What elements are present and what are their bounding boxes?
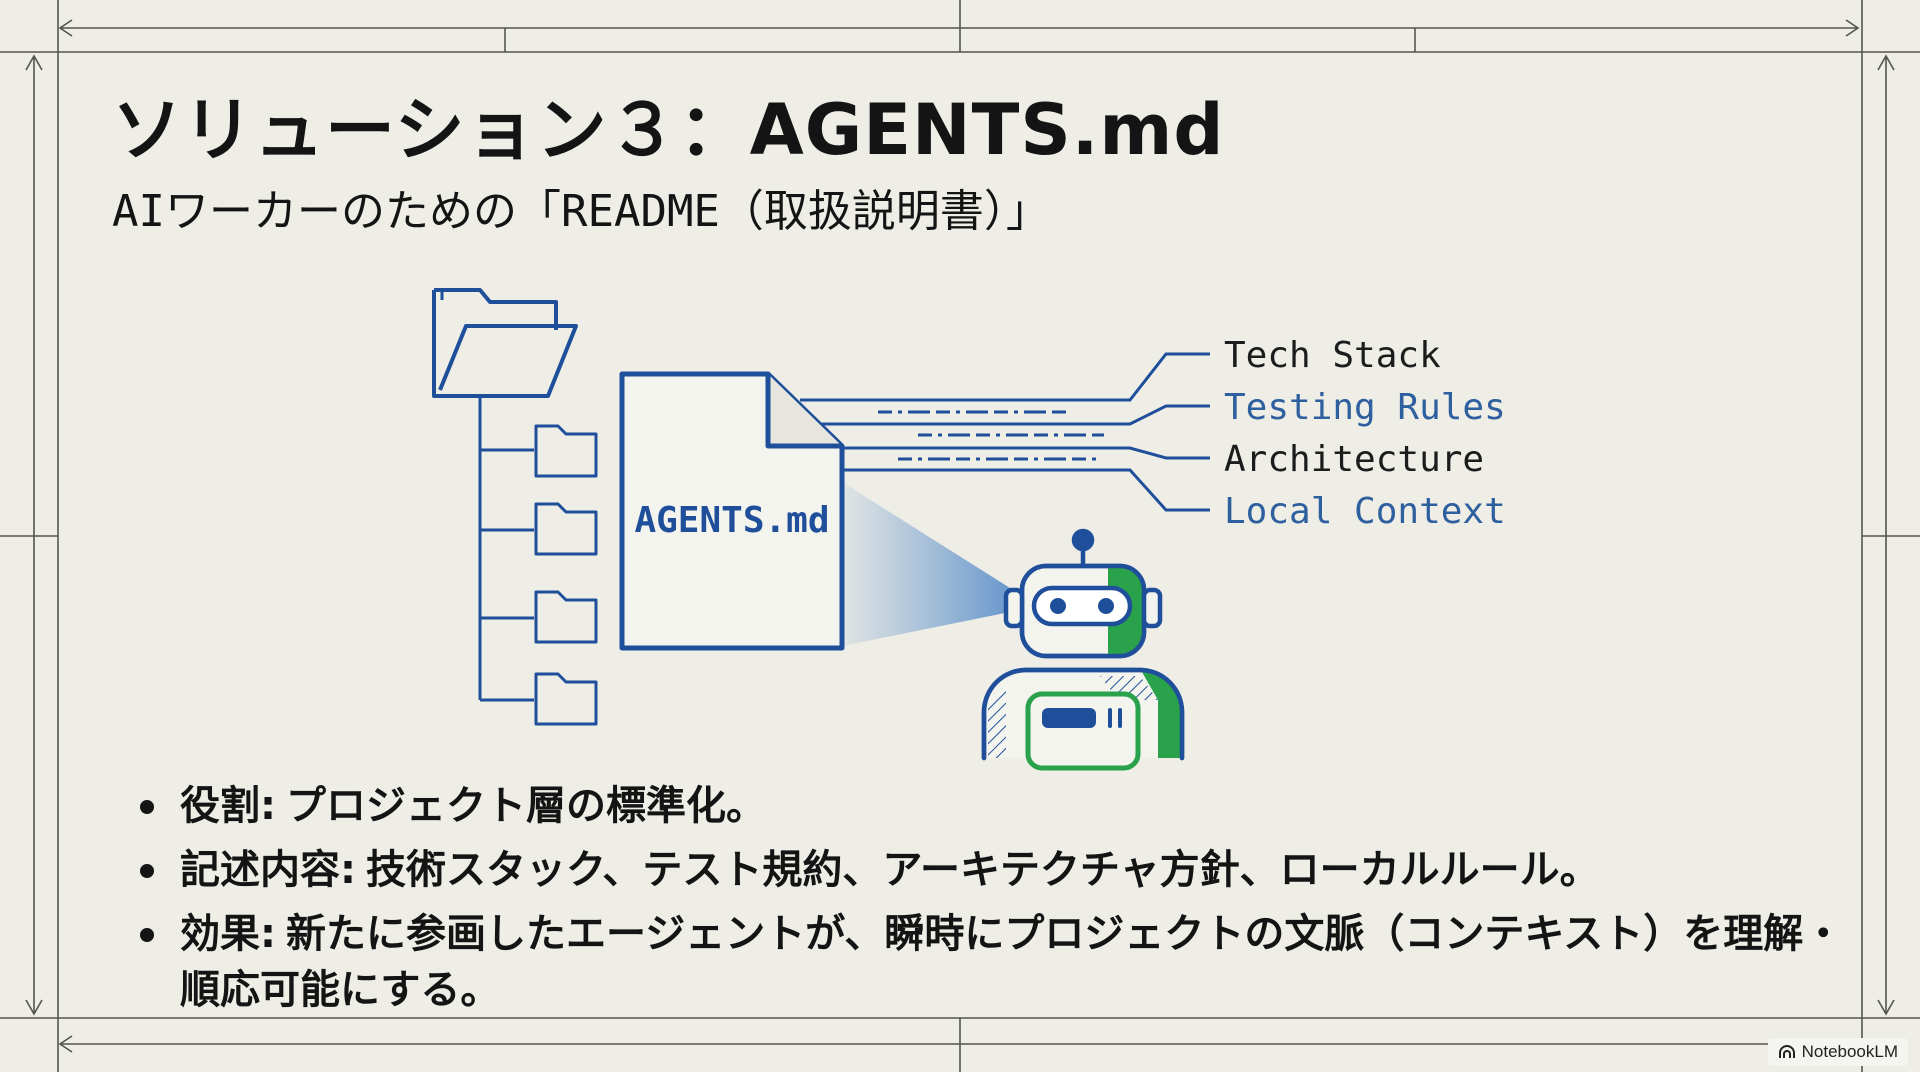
callout-testing-rules: Testing Rules [1224,387,1506,428]
list-item: 効果:新たに参画したエージェントが、瞬時にプロジェクトの文脈（コンテキスト）を理… [136,906,1880,1018]
list-item: 役割:プロジェクト層の標準化。 [136,778,1880,834]
bullet-dot [140,864,154,878]
bullet-label: 記述内容: [180,847,356,893]
folder-icon [534,590,598,644]
bullet-text: 新たに参画したエージェントが、瞬時にプロジェクトの文脈（コンテキスト）を理解・順… [180,911,1844,1013]
folder-icon [534,672,598,726]
robot-icon [981,528,1185,771]
list-item: 記述内容:技術スタック、テスト規約、アーキテクチャ方針、ローカルルール。 [136,842,1880,898]
scan-beam [842,482,1010,646]
bullet-label: 役割: [180,783,276,829]
bullet-dot [140,800,154,814]
bullet-label: 効果: [180,911,276,957]
data-dashes [878,410,1104,461]
slide-title: ソリューション３：AGENTS.md [112,89,1225,171]
callout-tech-stack: Tech Stack [1224,335,1441,376]
folder-icon [534,424,598,478]
connector-lines [800,352,1210,512]
slide-subtitle: AIワーカーのための「README（取扱説明書）」 [112,186,1050,237]
bullet-text: 技術スタック、テスト規約、アーキテクチャ方針、ローカルルール。 [366,847,1600,893]
folder-icon [534,502,598,556]
callout-local-context: Local Context [1224,491,1506,532]
notebooklm-logo-icon [1778,1045,1795,1058]
bullet-dot [140,928,154,942]
document-label: AGENTS.md [634,500,829,541]
bullet-list: 役割:プロジェクト層の標準化。 記述内容:技術スタック、テスト規約、アーキテクチ… [136,778,1880,1026]
callout-architecture: Architecture [1224,439,1484,480]
document-icon [619,371,845,651]
notebooklm-badge[interactable]: NotebookLM [1767,1038,1908,1066]
badge-text: NotebookLM [1801,1042,1898,1061]
tree-lines [478,398,534,702]
open-folder-icon [432,288,578,398]
bullet-text: プロジェクト層の標準化。 [286,783,766,829]
